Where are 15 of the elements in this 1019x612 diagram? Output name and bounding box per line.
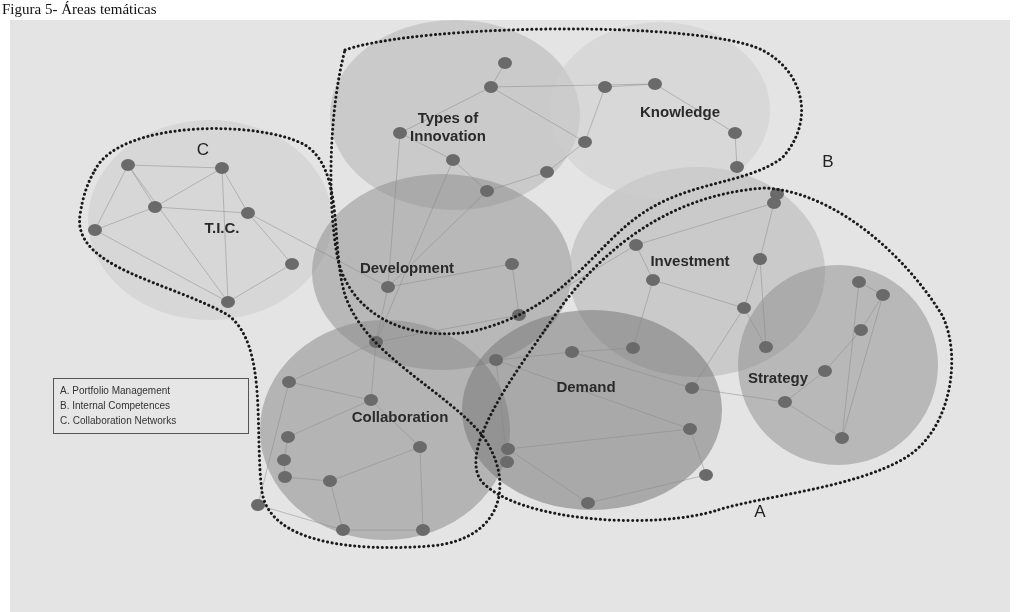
group-letter: C: [196, 140, 210, 160]
cluster-label: Knowledge: [639, 103, 721, 121]
figure-title: Figura 5- Áreas temáticas: [2, 0, 157, 18]
legend-text: A. Portfolio Management: [60, 384, 172, 398]
cluster-label: T.I.C.: [203, 219, 241, 237]
group-letter: B: [822, 152, 834, 172]
group-letter: A: [754, 502, 766, 522]
legend-text: C. Collaboration Networks: [60, 414, 178, 428]
cluster-label: Strategy: [747, 369, 809, 387]
legend-text: B. Internal Competences: [60, 399, 172, 413]
cluster-label: Types of Innovation: [409, 109, 487, 145]
cluster-label: Development: [358, 259, 456, 277]
cluster-label: Collaboration: [350, 408, 450, 426]
cluster-label: Investment: [649, 252, 731, 270]
cluster-label: Demand: [555, 378, 617, 396]
